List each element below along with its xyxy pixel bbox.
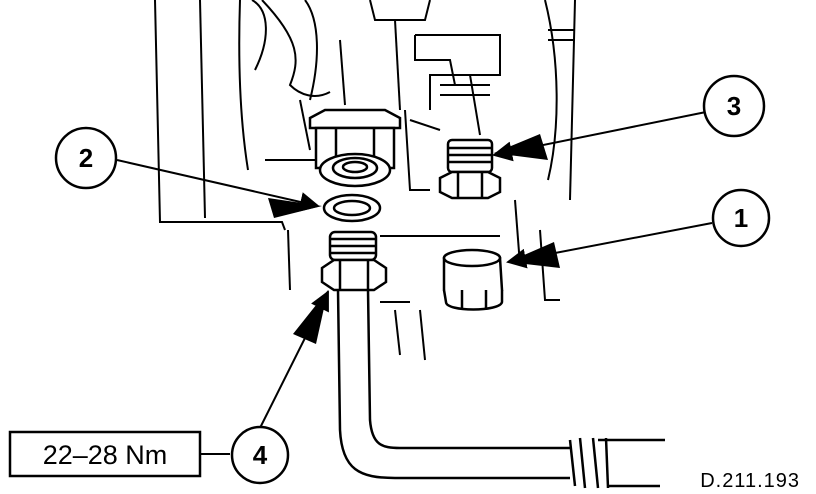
callout-1: 1 [711, 188, 771, 248]
callout-2: 2 [54, 126, 118, 190]
callout-2-label: 2 [79, 143, 93, 173]
cap-nut-part-1 [442, 248, 504, 311]
callout-4: 4 [230, 425, 290, 485]
hex-nut-upper [308, 108, 402, 188]
pipe-union-part-4 [320, 230, 388, 292]
callout-1-label: 1 [734, 203, 748, 233]
reference-code: D.211.193 [700, 470, 800, 492]
torque-spec-label: 22–28 Nm [43, 440, 168, 470]
sealing-washer-part-2 [322, 193, 382, 223]
leader-lines [116, 111, 713, 455]
torque-spec-box: 22–28 Nm [8, 430, 202, 478]
callout-3-label: 3 [727, 91, 741, 121]
housing-outline [154, 0, 576, 361]
bent-pipe [336, 289, 665, 489]
callout-3: 3 [702, 74, 766, 138]
callout-4-label: 4 [253, 440, 268, 470]
arrow-heads [268, 134, 560, 344]
threaded-plug-part-3 [438, 138, 502, 200]
